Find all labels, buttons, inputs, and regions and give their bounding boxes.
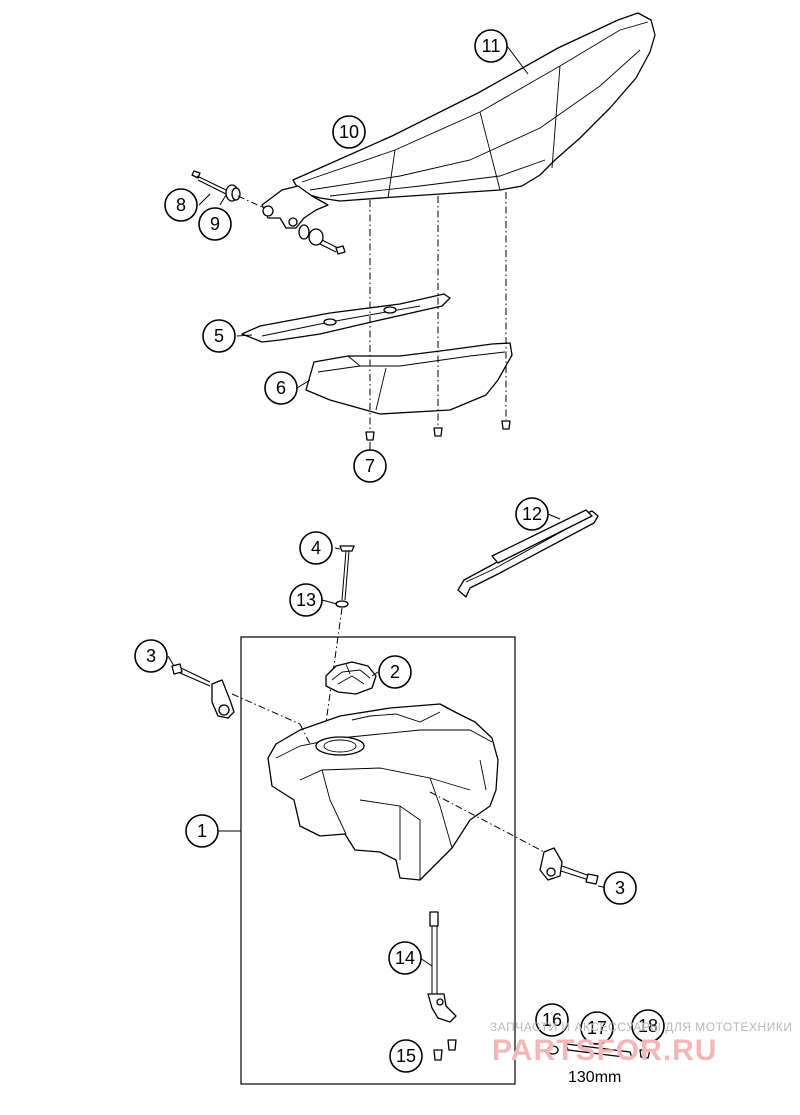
callout-17: 17 [580, 1011, 614, 1045]
tank-assembly-frame [240, 636, 516, 1085]
callout-number: 9 [210, 214, 220, 234]
fuel-cap [325, 661, 377, 695]
breather-hose [457, 509, 599, 598]
callout-circle [378, 655, 412, 689]
callout-13: 13 [289, 583, 323, 617]
callout-circle [388, 941, 422, 975]
callout-number: 10 [339, 122, 359, 142]
callout-number: 1 [197, 821, 207, 841]
hose-kit [547, 1043, 651, 1059]
callout-circle [515, 497, 549, 531]
callout-circle [264, 371, 298, 405]
callout-12: 12 [515, 497, 549, 531]
callout-14: 14 [388, 941, 422, 975]
callout-16: 16 [535, 1003, 569, 1037]
hose-length-label: 130mm [568, 1069, 621, 1086]
callout-8: 8 [164, 188, 198, 222]
watermark-brand: PARTSFOR.RU [492, 1034, 717, 1067]
callout-number: 13 [296, 590, 316, 610]
callout-11: 11 [474, 29, 508, 63]
callout-number: 15 [396, 1046, 416, 1066]
callout-number: 11 [482, 36, 501, 56]
callout-leaders [167, 45, 609, 967]
callout-circle [631, 1009, 665, 1043]
callout-circle [185, 814, 219, 848]
callout-3-2: 3 [603, 871, 637, 905]
callout-circle [474, 29, 508, 63]
callout-number: 16 [542, 1010, 562, 1030]
callout-number: 17 [587, 1018, 607, 1038]
callout-number: 4 [311, 538, 321, 558]
callout-number: 5 [214, 326, 224, 346]
callout-circle [580, 1011, 614, 1045]
seat-bracket [261, 185, 329, 229]
callout-6: 6 [264, 371, 298, 405]
callout-circle [535, 1003, 569, 1037]
callout-circle [299, 531, 333, 565]
watermark: ЗАПЧАСТИ И АКСЕССУАРЫ ДЛЯ МОТОТЕХНИКИ PA… [490, 1020, 792, 1067]
callout-circle [198, 207, 232, 241]
callout-1: 1 [185, 814, 219, 848]
callout-circle [389, 1039, 423, 1073]
callout-15: 15 [389, 1039, 423, 1073]
fuel-tank [267, 703, 549, 881]
callout-circle [603, 871, 637, 905]
callout-circle [134, 639, 168, 673]
watermark-tagline: ЗАПЧАСТИ И АКСЕССУАРЫ ДЛЯ МОТОТЕХНИКИ [490, 1020, 792, 1034]
callout-9: 9 [198, 207, 232, 241]
callout-number: 18 [638, 1016, 658, 1036]
callout-3-1: 3 [134, 639, 168, 673]
callout-number: 7 [365, 456, 375, 476]
callout-4: 4 [299, 531, 333, 565]
callout-10: 10 [332, 115, 366, 149]
callout-7: 7 [353, 449, 387, 483]
callout-number: 6 [276, 378, 286, 398]
seat-base [305, 342, 513, 415]
callout-circle [353, 449, 387, 483]
fuel-tap [427, 911, 457, 1023]
callout-number: 14 [395, 948, 415, 968]
right-mount [539, 847, 599, 885]
callout-number: 12 [522, 504, 542, 524]
callout-circle [202, 319, 236, 353]
callout-18: 18 [631, 1009, 665, 1043]
callout-2: 2 [378, 655, 412, 689]
callout-circle [332, 115, 366, 149]
bottom-screws [433, 1039, 457, 1061]
tank-top-screw [317, 545, 355, 781]
callout-number: 3 [146, 646, 156, 666]
callout-number: 8 [176, 195, 186, 215]
callout-number: 2 [390, 662, 400, 682]
callout-circle [289, 583, 323, 617]
seat-pan-cover [241, 293, 451, 343]
seat-assembly [191, 12, 656, 441]
callout-number: 3 [615, 878, 625, 898]
callout-5: 5 [202, 319, 236, 353]
callout-circle [164, 188, 198, 222]
left-mount [171, 663, 301, 725]
